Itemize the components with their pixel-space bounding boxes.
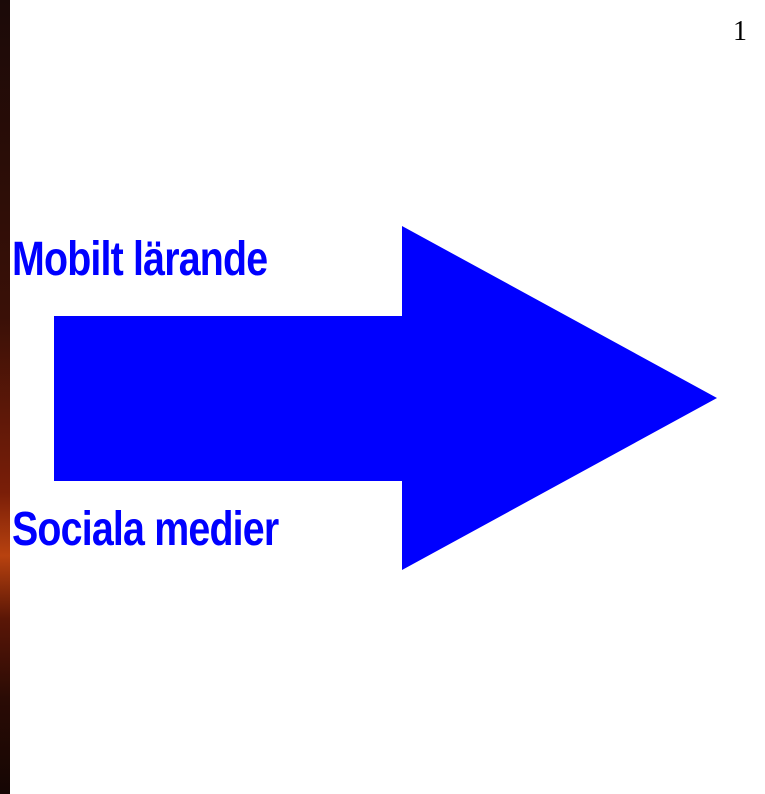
decorative-edge-strip — [0, 0, 10, 794]
label-mobilt-larande: Mobilt lärande — [12, 233, 268, 286]
page-number: 1 — [733, 16, 747, 47]
label-sociala-medier: Sociala medier — [12, 503, 279, 556]
arrow-shape — [54, 226, 717, 570]
